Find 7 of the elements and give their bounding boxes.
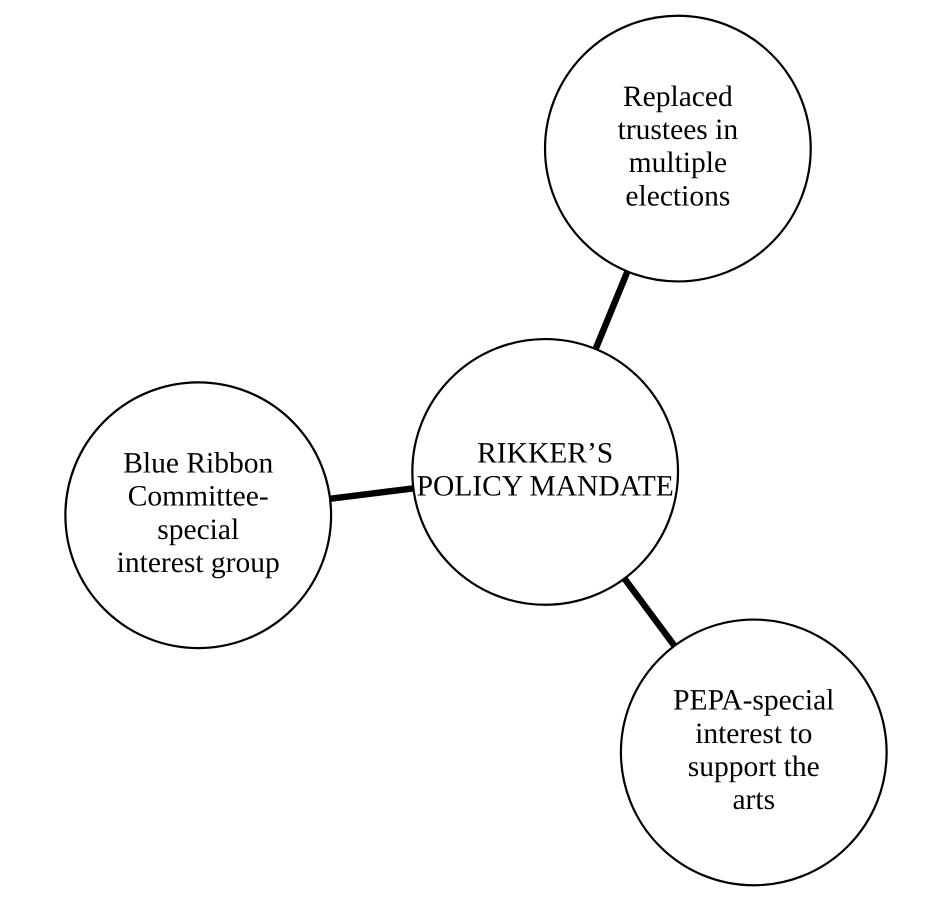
node-circle: Blue Ribbon Committee- special interest group — [64, 381, 332, 650]
connector — [622, 576, 676, 648]
connector — [592, 270, 630, 350]
connector — [330, 485, 413, 502]
node-circle: Replaced trustees in multiple elections — [543, 14, 812, 283]
node-circle: PEPA-special interest to support the arts — [619, 618, 888, 886]
node-circle: RIKKER’S POLICY MANDATE — [410, 338, 679, 606]
